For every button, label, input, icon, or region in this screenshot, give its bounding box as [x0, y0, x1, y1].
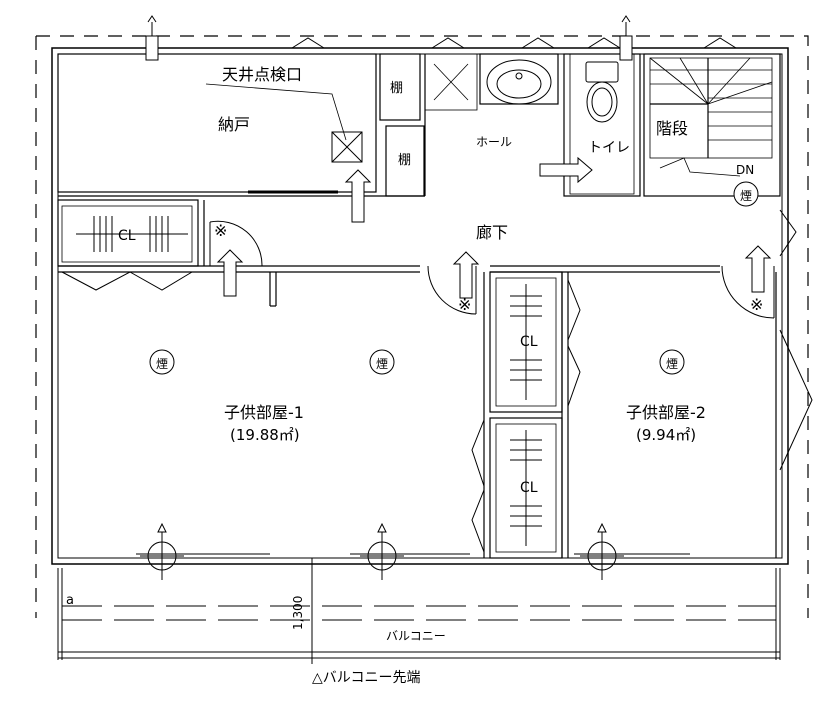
ceiling-hatch-label: 天井点検口 [222, 65, 302, 84]
smoke-detector-label: 煙 [156, 357, 168, 371]
smoke-detector-label: 煙 [376, 357, 388, 371]
hall-label: ホール [476, 135, 512, 149]
door-swings [61, 37, 813, 553]
shelf-label-upper: 棚 [390, 81, 403, 96]
grid-line-a: a [66, 593, 74, 608]
corridor-walls [57, 199, 777, 559]
ventilation-arrows [145, 15, 772, 299]
exhaust-vents [140, 522, 624, 580]
note-mark-right: ※ [750, 295, 763, 314]
smoke-detector-label: 煙 [666, 357, 678, 371]
corridor-label: 廊下 [476, 223, 508, 242]
shelf-label-lower: 棚 [398, 153, 411, 168]
balcony-depth-dimension: 1,300 [291, 596, 305, 630]
smoke-detector-label: 煙 [740, 189, 752, 203]
balcony-label: バルコニー [386, 629, 446, 643]
toilet-label: トイレ [588, 140, 630, 156]
ceiling-hatch-symbol [205, 83, 363, 163]
note-mark-left: ※ [214, 221, 227, 240]
stair-treads [649, 57, 773, 177]
washbasin [486, 59, 552, 105]
toilet-bowl [585, 61, 619, 123]
room2-name: 子供部屋-2 [626, 403, 706, 422]
closet-rods [76, 216, 542, 546]
stairs-label: 階段 [656, 119, 688, 138]
stairs-down-label: DN [736, 163, 754, 177]
note-mark-corridor: ※ [458, 295, 471, 314]
closet-mid-lower-label: CL [520, 480, 538, 496]
core-walls [424, 53, 781, 197]
storage-room-label: 納戸 [218, 115, 250, 134]
closet-mid-upper-label: CL [520, 334, 538, 350]
balcony-edge-label: △バルコニー先端 [312, 670, 421, 686]
room1-area: (19.88㎡) [230, 426, 300, 444]
room2-area: (9.94㎡) [636, 426, 696, 444]
room1-name: 子供部屋-1 [224, 403, 304, 422]
outer-boundary [35, 35, 809, 618]
smoke-detector-circles [149, 181, 759, 375]
balcony-outline [57, 558, 781, 664]
closet-left-label: CL [118, 228, 136, 244]
